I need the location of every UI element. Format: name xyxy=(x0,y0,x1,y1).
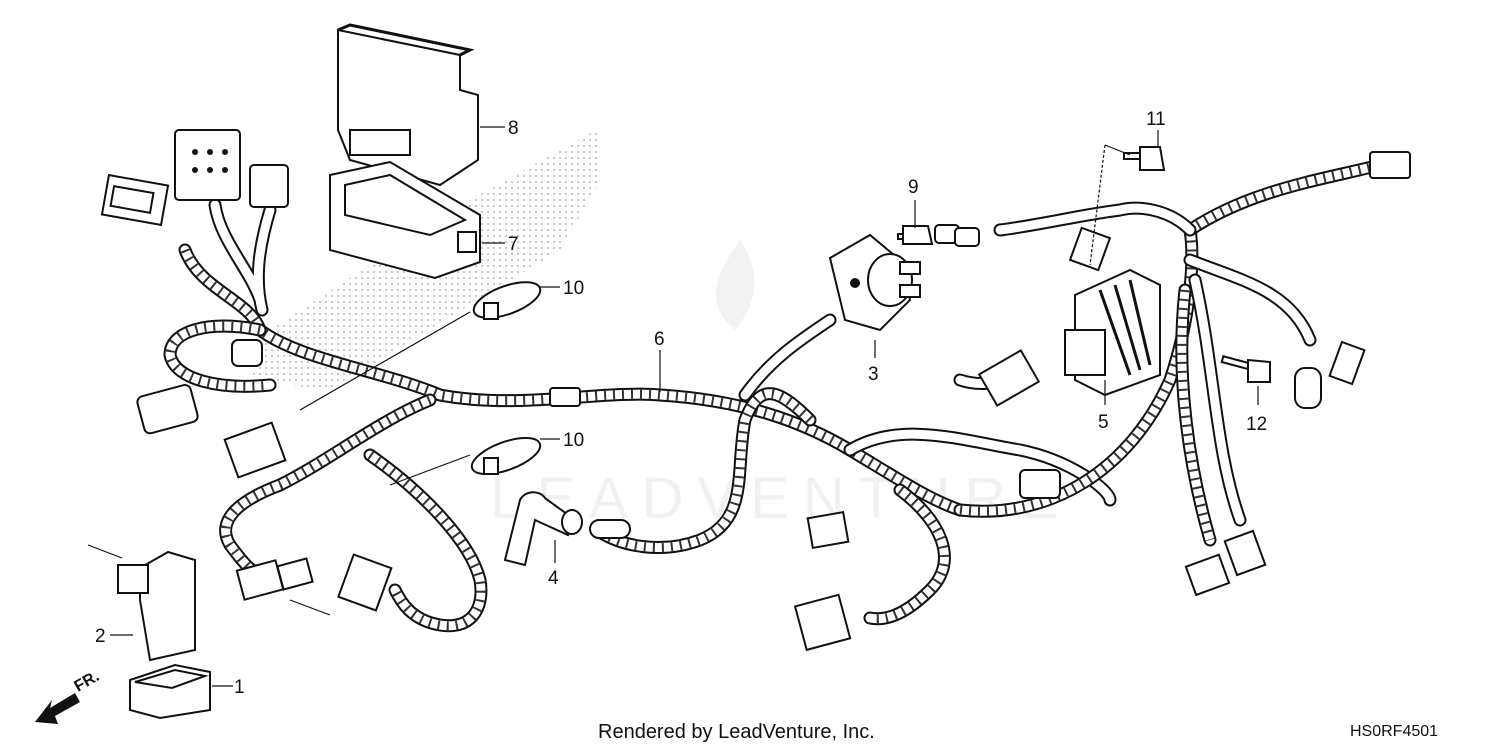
bolt-11[interactable] xyxy=(1123,146,1166,171)
callout-1: 1 xyxy=(234,677,245,698)
harness-connector xyxy=(174,129,289,208)
svg-text:LEADVENTURE: LEADVENTURE xyxy=(490,466,1073,531)
starter-relay[interactable] xyxy=(828,233,921,332)
callout-5: 5 xyxy=(1098,412,1109,433)
plug-cap[interactable] xyxy=(503,491,583,567)
front-direction-arrow-icon: FR. xyxy=(35,668,102,724)
harness-connector xyxy=(793,340,1366,652)
harness-connector xyxy=(549,387,631,539)
bolt-12[interactable] xyxy=(1220,354,1271,383)
callout-4: 4 xyxy=(548,568,559,589)
callout-9: 9 xyxy=(908,177,919,198)
leader-lines xyxy=(87,126,1259,687)
harness-band-upper[interactable] xyxy=(469,275,544,325)
callout-8: 8 xyxy=(508,118,519,139)
callout-11: 11 xyxy=(1146,109,1166,130)
harness-connector xyxy=(235,553,393,612)
harness-connector xyxy=(934,224,1041,407)
callout-2: 2 xyxy=(95,626,106,647)
leadventure-watermark: LEADVENTURE xyxy=(490,240,1073,531)
diagram-code: HS0RF4501 xyxy=(1350,723,1438,740)
harness-connector xyxy=(136,339,287,479)
callout-12: 12 xyxy=(1246,414,1267,435)
callout-10-lower: 10 xyxy=(563,430,584,451)
control-unit-holder[interactable] xyxy=(329,160,481,280)
harness-band-lower[interactable] xyxy=(467,431,544,482)
callout-3: 3 xyxy=(868,364,879,385)
svg-text:FR.: FR. xyxy=(72,668,103,696)
harness-connector xyxy=(1019,151,1411,499)
rendered-by-text: Rendered by LeadVenture, Inc. xyxy=(598,721,875,743)
callout-7: 7 xyxy=(508,234,519,255)
callout-10-upper: 10 xyxy=(563,278,584,299)
regulator-rectifier[interactable] xyxy=(1064,268,1161,397)
relay-2[interactable] xyxy=(117,550,196,662)
relay-cover[interactable] xyxy=(129,663,211,720)
callout-6: 6 xyxy=(654,329,665,350)
bolt-9[interactable] xyxy=(897,225,934,245)
control-unit[interactable] xyxy=(337,23,479,187)
harness-connector xyxy=(100,173,170,227)
harness-connector xyxy=(1184,529,1267,597)
